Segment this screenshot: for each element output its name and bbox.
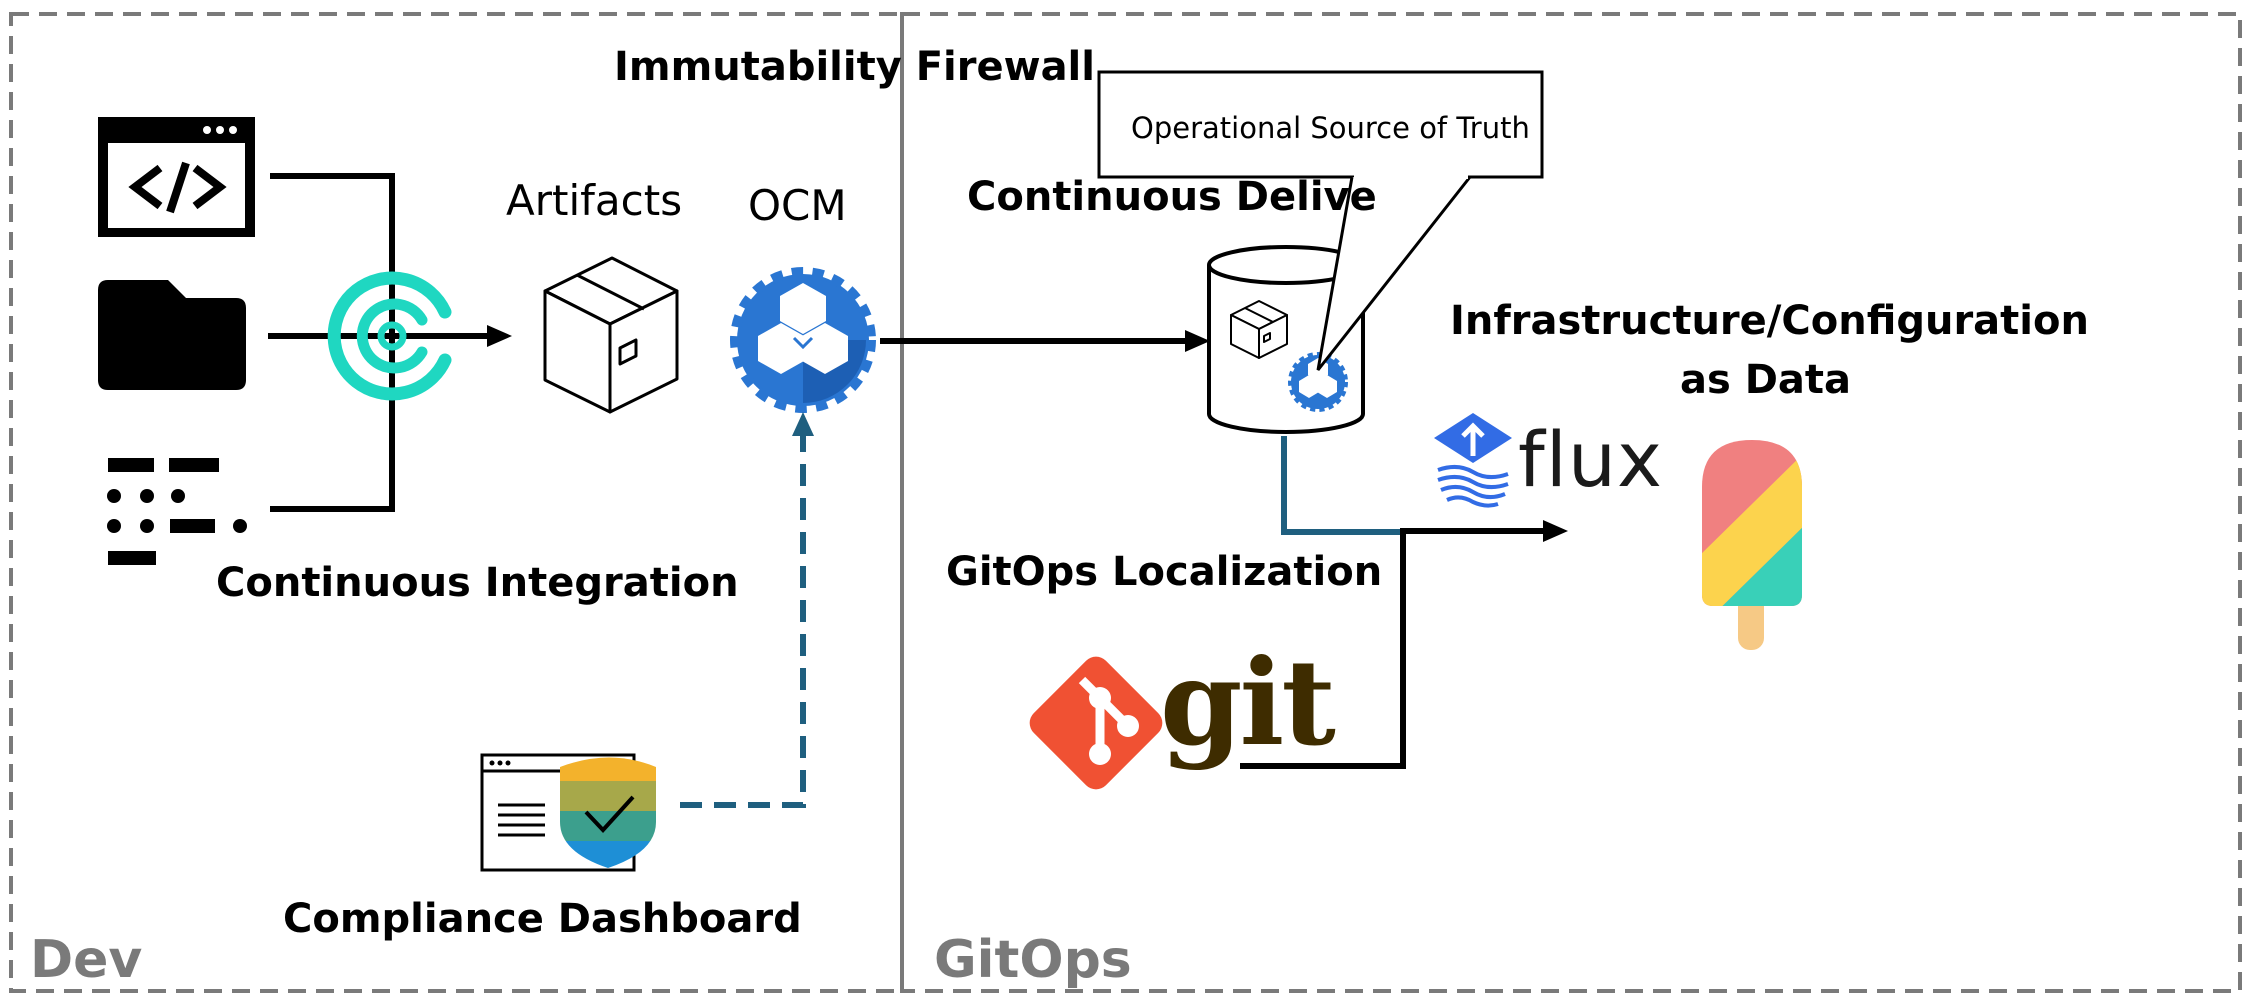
artifacts-label: Artifacts bbox=[506, 176, 683, 225]
config-dots-icon bbox=[107, 458, 247, 565]
immutability-firewall-label: Immutability Firewall bbox=[614, 44, 1095, 90]
operational-source-of-truth-label: Operational Source of Truth bbox=[1131, 111, 1530, 145]
infra-config-label-line2: as Data bbox=[1680, 357, 1852, 403]
git-wordmark: git bbox=[1160, 633, 1336, 772]
dev-zone-label: Dev bbox=[30, 930, 143, 990]
infra-config-label-line1: Infrastructure/Configuration bbox=[1450, 298, 2089, 344]
callout-box bbox=[1097, 70, 1544, 179]
compliance-dashed-link bbox=[680, 435, 806, 808]
flux-logo-icon bbox=[1434, 413, 1512, 508]
flux-wordmark: flux bbox=[1518, 415, 1664, 504]
database-cylinder-icon bbox=[1207, 245, 1365, 434]
git-link bbox=[1240, 528, 1545, 769]
compliance-dashboard-label: Compliance Dashboard bbox=[283, 896, 802, 942]
popsicle-icon bbox=[1702, 440, 1802, 650]
gitops-localization-label: GitOps Localization bbox=[946, 549, 1383, 595]
ocm-label: OCM bbox=[748, 181, 847, 230]
arrow-to-flux bbox=[1543, 520, 1568, 542]
dev-zone-border bbox=[9, 12, 904, 993]
compliance-shield-icon bbox=[480, 753, 656, 872]
gitops-zone-border bbox=[900, 12, 2242, 993]
callout-pointer bbox=[1316, 176, 1472, 371]
database-link bbox=[1281, 436, 1402, 535]
arrow-to-delivery bbox=[1185, 330, 1210, 352]
ci-swirl-icon bbox=[327, 271, 452, 401]
ocm-gear-icon bbox=[730, 267, 876, 413]
gitops-zone-label: GitOps bbox=[934, 930, 1132, 990]
continuous-integration-label: Continuous Integration bbox=[216, 560, 739, 606]
arrow-to-artifacts bbox=[487, 325, 512, 347]
code-window-icon bbox=[98, 117, 255, 237]
git-logo-icon bbox=[1029, 656, 1163, 790]
arrow-to-ocm bbox=[792, 412, 814, 436]
continuous-delivery-label: Continuous Delive bbox=[967, 174, 1377, 220]
folder-icon bbox=[98, 280, 246, 390]
package-box-icon bbox=[543, 256, 679, 414]
